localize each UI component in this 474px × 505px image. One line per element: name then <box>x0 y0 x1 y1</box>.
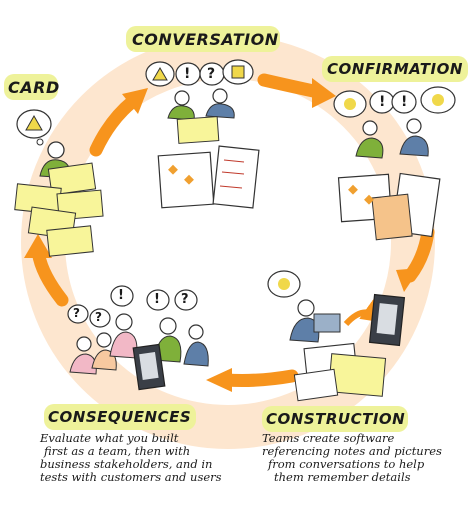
confirmation-stage-illustration <box>333 86 456 241</box>
consequences-label-highlight <box>44 404 196 430</box>
confirmation-label-highlight <box>322 56 468 82</box>
consequences-desc-line-2: first as a team, then with <box>44 444 191 458</box>
consequences-question-mark-3: ? <box>95 310 103 324</box>
stage-label-confirmation: CONFIRMATION <box>327 60 463 78</box>
stage-label-card: CARD <box>8 78 60 97</box>
conversation-stage-illustration <box>145 59 260 209</box>
arrowhead-confirmation <box>312 78 336 108</box>
arrowhead-consequences <box>206 368 232 392</box>
arrowhead-card <box>24 234 52 258</box>
stage-label-conversation: CONVERSATION <box>132 30 279 49</box>
consequences-question-mark-1: ? <box>181 292 190 307</box>
card-label-highlight <box>4 74 58 100</box>
confirmation-exclamation-mark-2: ! <box>401 94 408 110</box>
construction-desc-line-1: Teams create software <box>262 431 395 445</box>
consequences-question-mark-2: ? <box>73 306 81 320</box>
construction-desc-line-4: them remember details <box>274 470 411 484</box>
stage-label-consequences: CONSEQUENCES <box>48 408 192 426</box>
card-stage-illustration <box>14 109 104 257</box>
arrowhead-construction <box>396 268 420 292</box>
consequences-stage-illustration <box>67 285 209 391</box>
construction-desc-line-3: from conversations to help <box>268 457 425 471</box>
consequences-exclamation-mark-1: ! <box>118 288 125 303</box>
consequences-desc-line-4: tests with customers and users <box>40 470 222 484</box>
conversation-question-mark: ? <box>207 66 216 82</box>
arrow-construction-to-consequences <box>219 369 299 387</box>
consequences-desc-line-1: Evaluate what you built <box>40 431 179 445</box>
confirmation-exclamation-mark-1: ! <box>379 94 386 110</box>
arrow-card-to-conversation <box>89 95 139 157</box>
conversation-exclamation-mark: ! <box>184 66 191 82</box>
consequences-desc-line-3: business stakeholders, and in <box>40 457 213 471</box>
stage-label-construction: CONSTRUCTION <box>266 410 406 428</box>
arrowhead-conversation <box>122 88 148 114</box>
construction-desc-line-2: referencing notes and pictures <box>262 444 442 458</box>
consequences-description: Evaluate what you built first as a team,… <box>40 432 222 484</box>
construction-description: Teams create software referencing notes … <box>262 432 442 484</box>
cycle-ring <box>21 35 435 449</box>
construction-stage-illustration <box>267 270 406 402</box>
conversation-label-highlight <box>126 26 280 52</box>
construction-label-highlight <box>262 406 408 432</box>
consequences-exclamation-mark-2: ! <box>154 292 161 307</box>
